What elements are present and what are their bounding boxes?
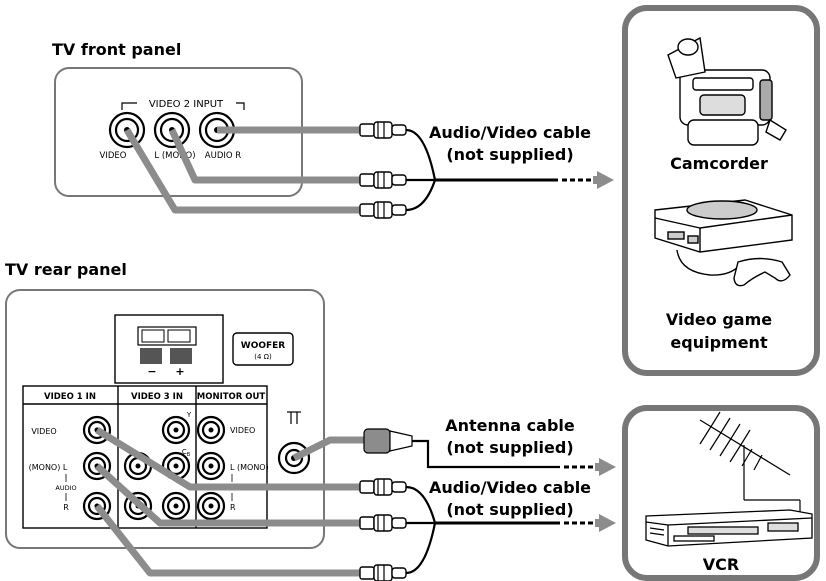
antenna-arrow-icon — [599, 458, 616, 476]
v3-jack-y — [161, 415, 191, 445]
av-cable-top-label-1: Audio/Video cable — [429, 123, 591, 142]
rear-antenna-grey — [292, 436, 365, 462]
front-arrow-icon — [597, 171, 614, 189]
woofer-label: WOOFER — [241, 341, 286, 351]
plus-sign: + — [175, 365, 184, 378]
v1-label-video: VIDEO — [31, 427, 56, 436]
antenna-plug — [363, 428, 413, 454]
av-cable-top-label-2: (not supplied) — [446, 145, 573, 164]
mon-label-video: VIDEO — [230, 426, 255, 435]
mon-jack-video — [196, 415, 226, 445]
group-bracket-right — [236, 102, 245, 110]
av-cable-bottom-label-1: Audio/Video cable — [429, 478, 591, 497]
section-video1-in: VIDEO 1 IN — [44, 392, 96, 402]
section-monitor-out: MONITOR OUT — [197, 392, 266, 402]
antenna-cable-label-1: Antenna cable — [445, 416, 575, 435]
tv-antenna-icon — [699, 411, 801, 512]
vcr-icon — [645, 509, 813, 547]
mon-label-mono: L (MONO) — [230, 463, 269, 472]
rear-plug-2 — [359, 514, 407, 532]
antenna-symbol-icon — [287, 411, 301, 424]
camcorder-label: Camcorder — [670, 154, 768, 173]
front-label-video: VIDEO — [100, 151, 127, 161]
group-bracket-left — [121, 102, 137, 110]
v3-label-cb: CB — [182, 448, 191, 458]
v1-label-audio: AUDIO — [55, 484, 76, 492]
mon-jack-audio-r — [196, 491, 226, 521]
vcr-label: VCR — [703, 555, 739, 574]
front-black-wire-3 — [405, 179, 437, 212]
rear-cable-video — [95, 427, 360, 491]
camcorder-icon — [667, 36, 787, 146]
front-label-mono: L (MONO) — [154, 151, 195, 161]
game-label-1: Video game — [666, 310, 772, 329]
front-label-audio-r: AUDIO R — [205, 151, 241, 161]
game-label-2: equipment — [670, 333, 768, 352]
game-console-icon — [654, 199, 793, 287]
rear-cable-audio-l — [94, 463, 360, 527]
minus-sign: − — [147, 365, 156, 378]
front-plug-2 — [359, 171, 407, 189]
section-video3-in: VIDEO 3 IN — [131, 392, 183, 402]
rear-black-wire-3 — [405, 522, 437, 575]
av-cable-bottom-label-2: (not supplied) — [446, 500, 573, 519]
rear-arrow-icon — [599, 514, 616, 532]
mon-jack-audio-l — [196, 451, 226, 481]
front-panel-title: TV front panel — [52, 40, 181, 59]
v1-label-r: R — [63, 503, 69, 512]
v3-jack-cr — [161, 491, 191, 521]
v3-label-y: Y — [186, 411, 192, 419]
speaker-terminal — [114, 314, 224, 384]
antenna-cable-label-2: (not supplied) — [446, 438, 573, 457]
antenna-black-wire — [412, 439, 560, 469]
front-cable-audio-l — [168, 128, 360, 184]
rear-cable-audio-r — [94, 503, 360, 577]
front-plug-1 — [359, 121, 407, 139]
rear-plug-1 — [359, 478, 407, 496]
mon-label-r: R — [230, 503, 236, 512]
front-cable-video — [123, 128, 360, 214]
woofer-label-box — [232, 332, 294, 366]
rear-panel-title: TV rear panel — [5, 260, 127, 279]
rear-black-wire-1 — [405, 485, 437, 524]
front-plug-3 — [359, 201, 407, 219]
v1-label-mono: (MONO) L — [29, 463, 68, 472]
woofer-ohms: (4 Ω) — [254, 353, 272, 361]
front-black-wire-1 — [405, 128, 437, 181]
rear-plug-3 — [359, 564, 407, 581]
video2-input-label: VIDEO 2 INPUT — [149, 99, 224, 110]
